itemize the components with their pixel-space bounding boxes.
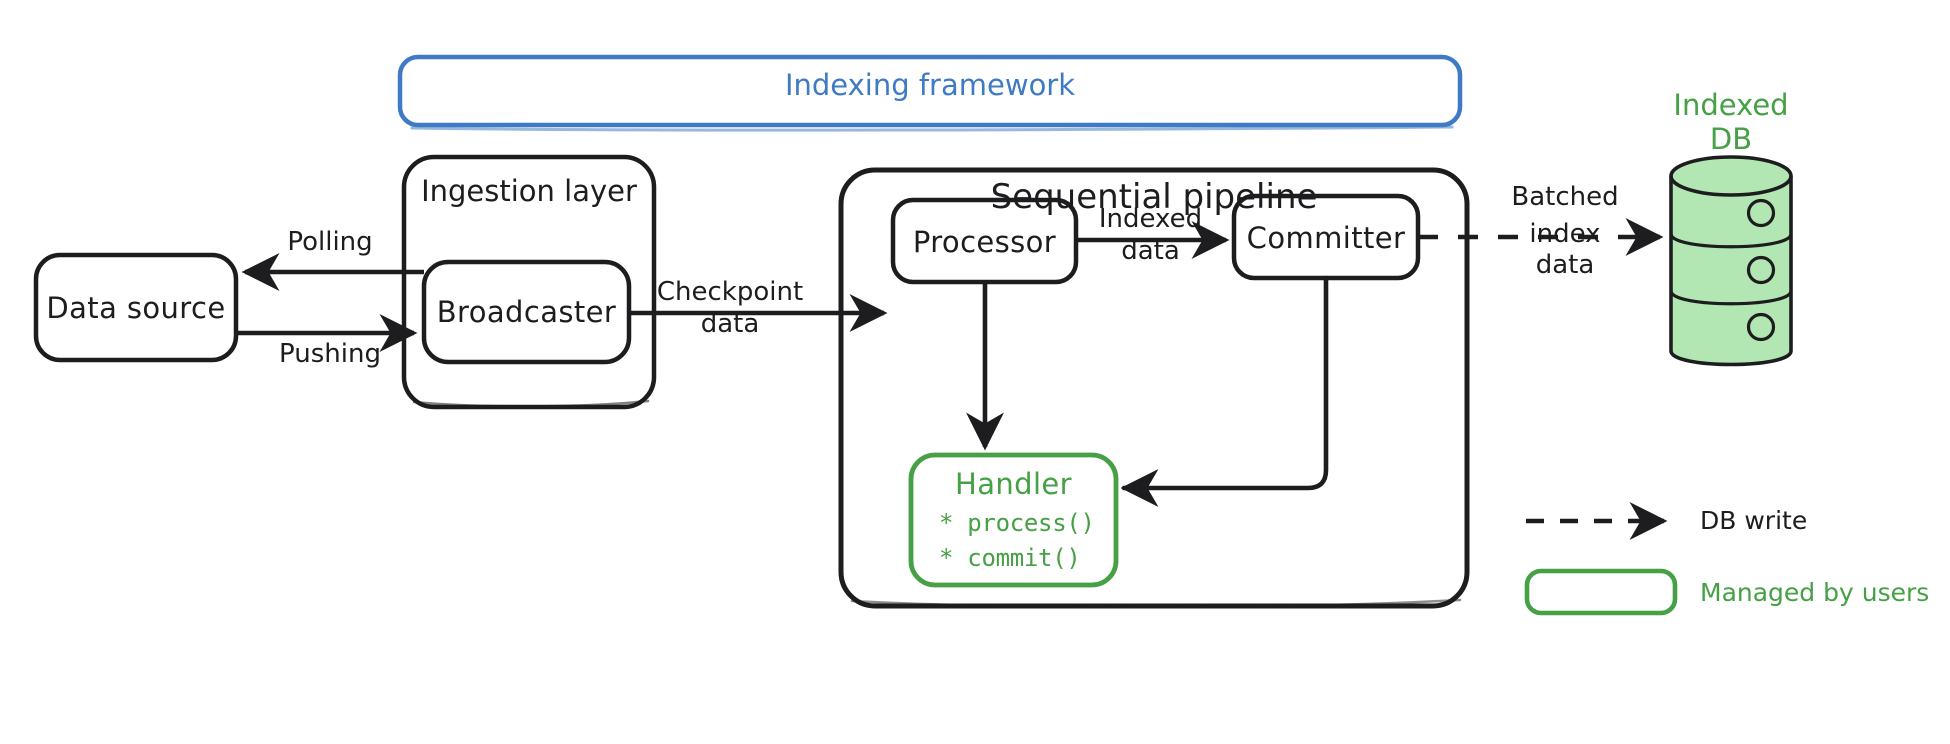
legend-managed-by-users-swatch: [1524, 568, 1678, 616]
checkpoint-edge-label-line1: Checkpoint: [656, 277, 804, 307]
indexed-db-title-line2: DB: [1709, 122, 1753, 156]
broadcaster-label: Broadcaster: [436, 295, 617, 329]
polling-edge-label: Polling: [287, 227, 373, 257]
handler-method-commit: * commit(): [939, 544, 1081, 572]
checkpoint-edge-label-line2: data: [700, 309, 760, 339]
processor-label: Processor: [912, 225, 1057, 259]
framework-container: [397, 54, 1463, 132]
indexed-db-title-line1: Indexed: [1673, 88, 1789, 122]
handler-title: Handler: [955, 467, 1072, 501]
legend-db-write-label: DB write: [1700, 506, 1808, 535]
sequential-pipeline-title: Sequential pipeline: [990, 177, 1318, 217]
legend-managed-by-users-label: Managed by users: [1700, 578, 1930, 607]
batched-edge-label-line2: index: [1529, 219, 1601, 249]
batched-edge-label-line1: Batched: [1511, 182, 1619, 212]
pushing-edge-label: Pushing: [279, 339, 381, 369]
committer-label: Committer: [1246, 221, 1406, 255]
handler-node[interactable]: [908, 452, 1119, 588]
ingestion-layer-title: Ingestion layer: [421, 174, 637, 208]
indexed-edge-label-line1: Indexed: [1098, 204, 1203, 234]
committer-to-handler-arrow: [1120, 275, 1329, 507]
framework-title: Indexing framework: [784, 68, 1076, 102]
data-source-label: Data source: [46, 291, 226, 325]
indexed-edge-label-line2: data: [1121, 236, 1180, 266]
handler-method-process: * process(): [939, 509, 1095, 537]
batched-edge-label-line3: data: [1535, 250, 1595, 280]
indexed-db-cylinder[interactable]: [1669, 155, 1793, 367]
data-source-node[interactable]: [33, 252, 239, 363]
